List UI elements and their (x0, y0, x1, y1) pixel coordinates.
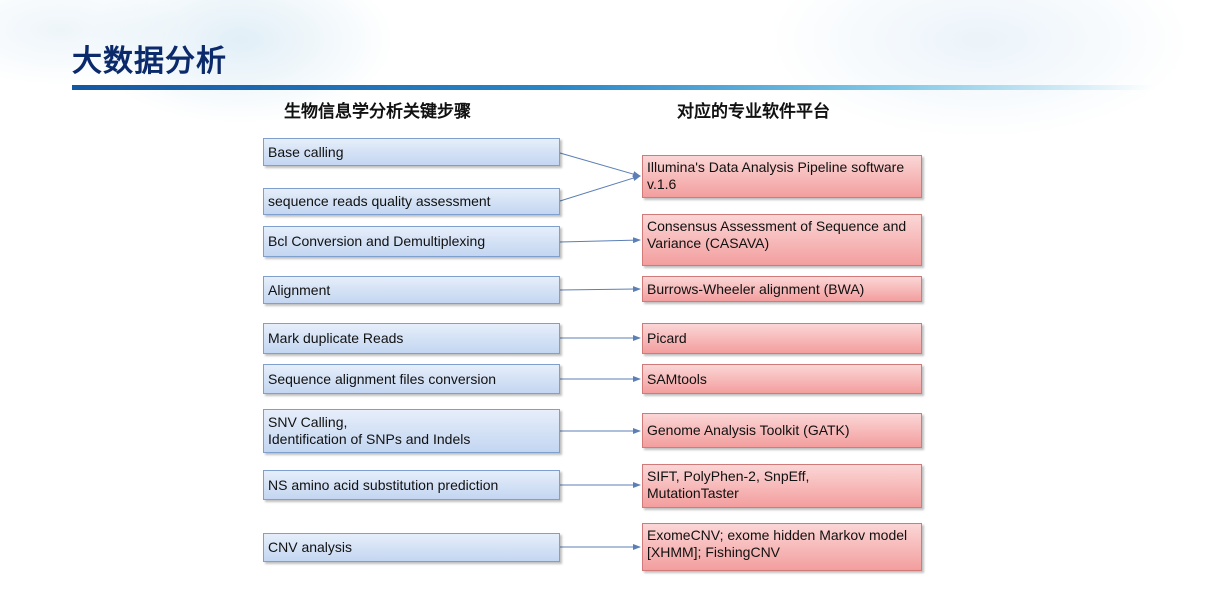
page-title: 大数据分析 (72, 44, 227, 79)
software-bwa: Burrows-Wheeler alignment (BWA) (642, 276, 922, 302)
step-bcl-conversion: Bcl Conversion and Demultiplexing (263, 226, 560, 257)
step-base-calling: Base calling (263, 138, 560, 166)
step-cnv-analysis: CNV analysis (263, 533, 560, 562)
arrow-quality-assessment (559, 175, 641, 202)
arrow-bcl-conversion (559, 237, 641, 244)
step-alignment: Alignment (263, 276, 560, 304)
title-underline (72, 85, 1152, 90)
arrow-alignment (559, 286, 641, 293)
right-column-header: 对应的专业软件平台 (677, 102, 830, 122)
software-illumina-pipeline: Illumina's Data Analysis Pipeline softwa… (642, 155, 922, 198)
software-gatk: Genome Analysis Toolkit (GATK) (642, 413, 922, 448)
software-exomecnv: ExomeCNV; exome hidden Markov model [XHM… (642, 523, 922, 571)
software-casava: Consensus Assessment of Sequence and Var… (642, 214, 922, 266)
software-sift-polyphen: SIFT, PolyPhen-2, SnpEff, MutationTaster (642, 464, 922, 508)
step-ns-prediction: NS amino acid substitution prediction (263, 470, 560, 500)
step-snv-calling: SNV Calling, Identification of SNPs and … (263, 409, 560, 453)
software-samtools: SAMtools (642, 364, 922, 394)
step-quality-assessment: sequence reads quality assessment (263, 188, 560, 215)
left-column-header: 生物信息学分析关键步骤 (284, 102, 471, 122)
step-file-conversion: Sequence alignment files conversion (263, 364, 560, 394)
step-mark-duplicate: Mark duplicate Reads (263, 323, 560, 354)
software-picard: Picard (642, 323, 922, 354)
arrow-base-calling (559, 152, 641, 177)
